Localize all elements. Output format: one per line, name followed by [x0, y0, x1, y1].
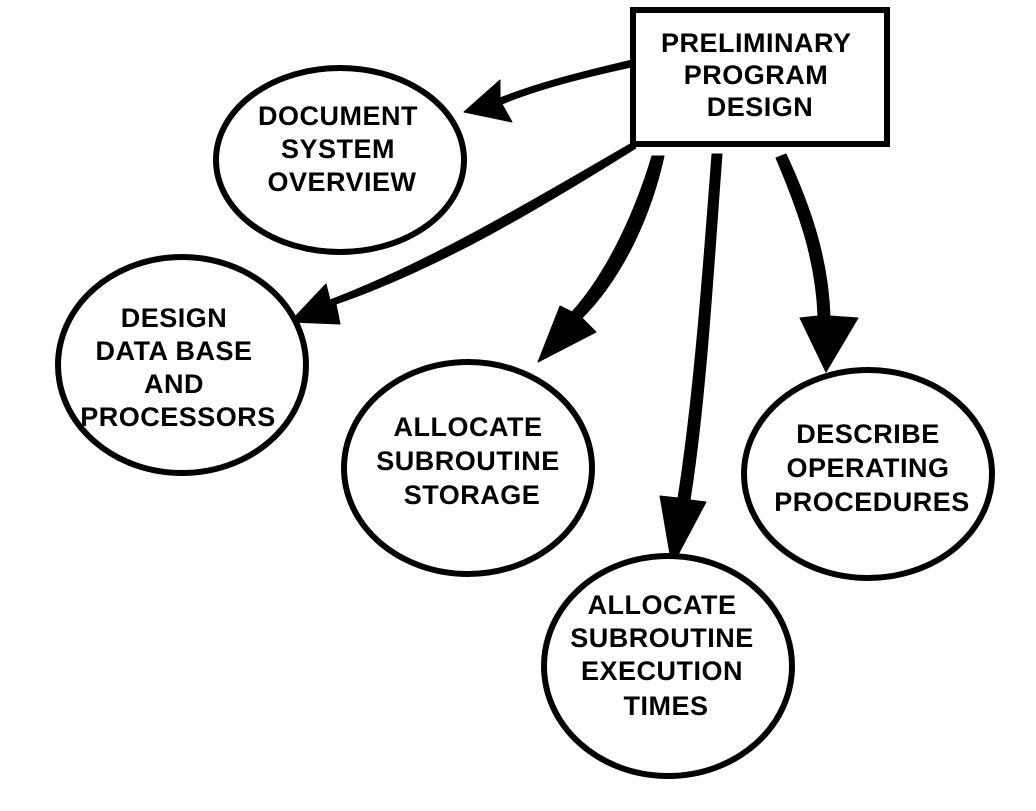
node-label-line: DESCRIBE	[796, 419, 940, 449]
root-label-line: PRELIMINARY	[661, 28, 851, 58]
node-allocate-subroutine-execution-times: ALLOCATE SUBROUTINE EXECUTION TIMES	[541, 553, 795, 779]
node-ellipse	[55, 254, 309, 476]
arrow-to-design-data-base	[289, 143, 637, 325]
node-label-line: PROCEDURES	[774, 487, 970, 517]
node-label-line: ALLOCATE	[394, 412, 543, 442]
node-label-line: SYSTEM	[281, 134, 395, 164]
node-label-line: DOCUMENT	[258, 101, 418, 131]
node-label-line: AND	[144, 369, 204, 399]
node-document-system-overview: DOCUMENT SYSTEM OVERVIEW	[213, 65, 467, 255]
node-label-line: ALLOCATE	[588, 590, 737, 620]
node-ellipse	[741, 367, 995, 581]
arrow-to-describe-operating-procedures	[775, 153, 859, 373]
node-label: DESIGN DATA BASE AND PROCESSORS	[80, 303, 276, 432]
node-ellipse	[541, 553, 795, 779]
node-label: ALLOCATE SUBROUTINE STORAGE	[376, 412, 568, 510]
node-label-line: SUBROUTINE	[570, 623, 754, 653]
node-label-line: STORAGE	[404, 480, 541, 510]
root-box-label: PRELIMINARY PROGRAM DESIGN	[661, 28, 859, 122]
node-label-line: TIMES	[623, 691, 708, 721]
arrow-to-allocate-subroutine-storage	[537, 155, 665, 363]
node-label-line: SUBROUTINE	[376, 446, 560, 476]
node-label-line: OVERVIEW	[267, 167, 416, 197]
root-box-frame	[630, 7, 890, 147]
root-box: PRELIMINARY PROGRAM DESIGN	[630, 7, 890, 147]
node-design-data-base-and-processors: DESIGN DATA BASE AND PROCESSORS	[55, 254, 309, 476]
node-allocate-subroutine-storage: ALLOCATE SUBROUTINE STORAGE	[341, 359, 595, 577]
node-label: DOCUMENT SYSTEM OVERVIEW	[258, 101, 426, 197]
node-label-line: OPERATING	[786, 453, 949, 483]
node-label: ALLOCATE SUBROUTINE EXECUTION TIMES	[570, 590, 762, 721]
node-label-line: DESIGN	[121, 303, 228, 333]
node-label-line: PROCESSORS	[80, 402, 276, 432]
node-describe-operating-procedures: DESCRIBE OPERATING PROCEDURES	[741, 367, 995, 581]
node-ellipse	[341, 359, 595, 577]
root-label-line: DESIGN	[707, 92, 814, 122]
arrow-to-document-system-overview	[463, 59, 637, 123]
node-label: DESCRIBE OPERATING PROCEDURES	[774, 419, 970, 517]
root-label-line: PROGRAM	[684, 60, 829, 90]
node-label-line: DATA BASE	[95, 336, 252, 366]
arrows	[289, 59, 859, 567]
node-label-line: EXECUTION	[581, 656, 743, 686]
node-ellipse	[213, 65, 467, 255]
arrow-to-allocate-subroutine-execution-times	[659, 153, 723, 567]
